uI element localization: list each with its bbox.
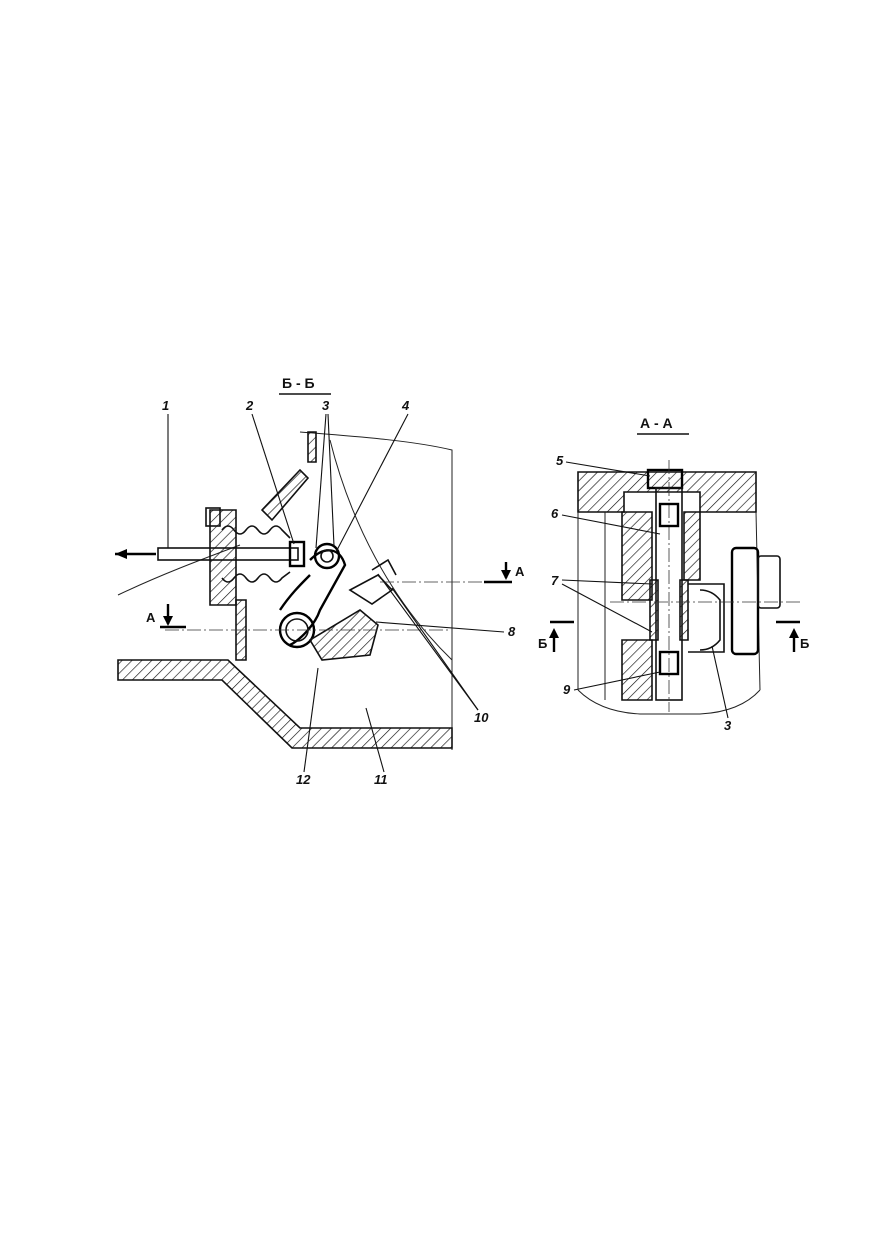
housing-inner-curve	[329, 439, 453, 661]
callout-2: 2	[245, 398, 254, 413]
cover-plate	[577, 471, 757, 513]
shaft-top-cap	[658, 502, 680, 528]
leader-7a	[561, 579, 653, 585]
cut-letter-b-right: Б	[800, 636, 809, 651]
spring-hook	[371, 558, 397, 576]
lever-hub-3	[688, 583, 725, 653]
bearing-7-left	[649, 579, 659, 641]
cut-letter-left: А	[146, 610, 156, 625]
cut-arrow-left-head	[163, 616, 173, 626]
section-bb-title: Б - Б	[282, 375, 315, 391]
push-rod	[157, 547, 299, 561]
cut-arrow-b-right-head	[789, 628, 799, 638]
leader-6	[561, 514, 661, 535]
leader-3b	[327, 413, 335, 547]
callout-12: 12	[296, 772, 311, 787]
housing-upper-rib	[260, 468, 310, 522]
housing-top-rib	[307, 431, 317, 463]
leader-9	[573, 671, 661, 691]
callout-3: 3	[322, 398, 330, 413]
housing-bottom-curve	[577, 689, 761, 715]
callout-6: 6	[551, 506, 559, 521]
leader-2	[251, 413, 295, 545]
callout-9: 9	[563, 682, 571, 697]
callout-3-aa: 3	[724, 718, 732, 733]
callout-8: 8	[508, 624, 516, 639]
leader-11	[365, 707, 385, 773]
bushing-right-upper	[683, 511, 701, 581]
callout-1: 1	[162, 398, 169, 413]
flange	[209, 509, 237, 606]
knob	[730, 546, 760, 656]
leader-4	[335, 413, 409, 553]
leader-5	[565, 461, 651, 477]
lever-hub-curve	[699, 589, 721, 651]
lever-upper-pin	[313, 542, 341, 570]
section-bb-view: Б - Б	[115, 375, 525, 787]
knob-cap	[757, 555, 781, 609]
lever-upper-pin-core	[320, 549, 334, 563]
cut-letter-right: А	[515, 564, 525, 579]
callout-5: 5	[556, 453, 564, 468]
cut-arrow-right-head	[501, 570, 511, 580]
leader-10b	[377, 573, 479, 711]
bushing-left-lower	[621, 639, 653, 701]
shaft-bottom-cap-9	[658, 650, 680, 676]
cut-letter-b-left: Б	[538, 636, 547, 651]
cut-arrow-b-left-head	[549, 628, 559, 638]
housing-outline-top	[299, 431, 453, 750]
bellows-top	[221, 525, 291, 539]
pawl-body	[308, 609, 379, 661]
rod-nut	[288, 540, 306, 568]
lever-arm-back	[279, 574, 311, 611]
bellows-bottom	[221, 571, 291, 583]
callout-10: 10	[474, 710, 489, 725]
callout-4: 4	[401, 398, 410, 413]
callout-7: 7	[551, 573, 559, 588]
section-aa-view: А - А Б Б	[538, 415, 809, 733]
flange-bolt-head	[205, 507, 221, 527]
leader-12	[303, 667, 319, 773]
adjuster-block	[348, 574, 394, 605]
housing-bottom-wall	[117, 659, 453, 749]
bearing-7-right	[679, 579, 689, 641]
leader-8	[375, 621, 505, 633]
section-aa-title: А - А	[640, 415, 673, 431]
leader-3-aa	[711, 645, 729, 719]
leader-7b	[561, 583, 653, 633]
rod-direction-arrow	[115, 549, 127, 559]
leader-3a	[315, 413, 327, 549]
bushing-left-upper	[621, 511, 653, 601]
callout-11: 11	[374, 772, 388, 787]
